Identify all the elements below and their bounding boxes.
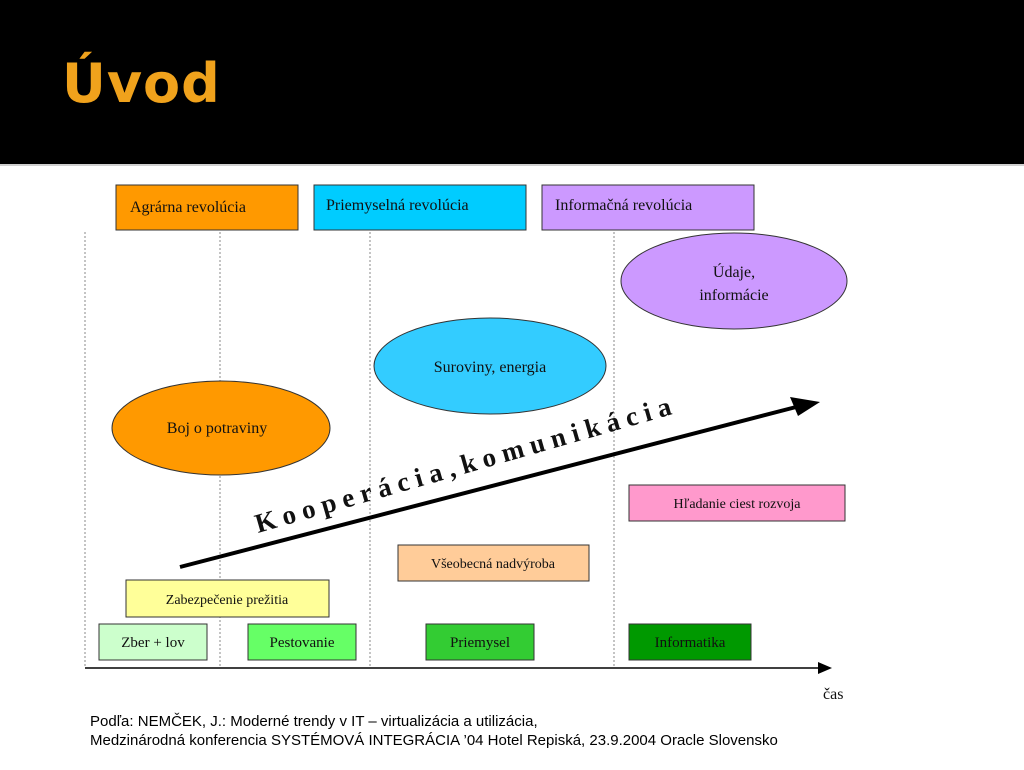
ellipse-resources [373, 317, 607, 415]
cooperation-arrowhead [790, 397, 820, 416]
ellipse-label: Boj o potraviny [167, 420, 267, 437]
era-box-industry [425, 623, 535, 661]
ellipse-label: Údaje, [713, 262, 755, 281]
box-overproduction [397, 544, 590, 582]
revolution-box-agrarian [115, 184, 299, 231]
revolution-box-information [541, 184, 755, 231]
era-box-farming [247, 623, 357, 661]
source-citation: Podľa: NEMČEK, J.: Moderné trendy v IT –… [90, 712, 778, 750]
revolution-box-industrial [313, 184, 527, 231]
era-label: Pestovanie [270, 635, 335, 651]
era-label: Zber + lov [121, 635, 185, 651]
revolution-label: Agrárna revolúcia [130, 199, 246, 216]
time-axis-arrowhead [818, 662, 832, 674]
box-label: Zabezpečenie prežitia [166, 593, 289, 608]
citation-line: Medzinárodná konferencia SYSTÉMOVÁ INTEG… [90, 732, 778, 749]
box-survival [125, 579, 330, 618]
slide-title: Úvod [62, 52, 221, 115]
era-label: Informatika [655, 635, 726, 651]
ellipse-label: informácie [699, 287, 768, 304]
cooperation-arrow [179, 404, 801, 569]
ellipse-food [111, 380, 331, 476]
time-axis-label: čas [823, 686, 843, 703]
era-box-informatics [628, 623, 752, 661]
revolution-label: Priemyselná revolúcia [326, 197, 469, 214]
era-box-gathering [98, 623, 208, 661]
box-label: Všeobecná nadvýroba [431, 557, 556, 572]
box-label: Hľadanie ciest rozvoja [674, 497, 802, 512]
citation-line: Podľa: NEMČEK, J.: Moderné trendy v IT –… [90, 713, 538, 730]
ellipse-data [620, 232, 848, 330]
revolution-label: Informačná revolúcia [555, 197, 692, 214]
box-development [628, 484, 846, 522]
title-bar: Úvod [0, 0, 1024, 158]
era-label: Priemysel [450, 635, 510, 651]
ellipse-label: Suroviny, energia [434, 359, 546, 376]
